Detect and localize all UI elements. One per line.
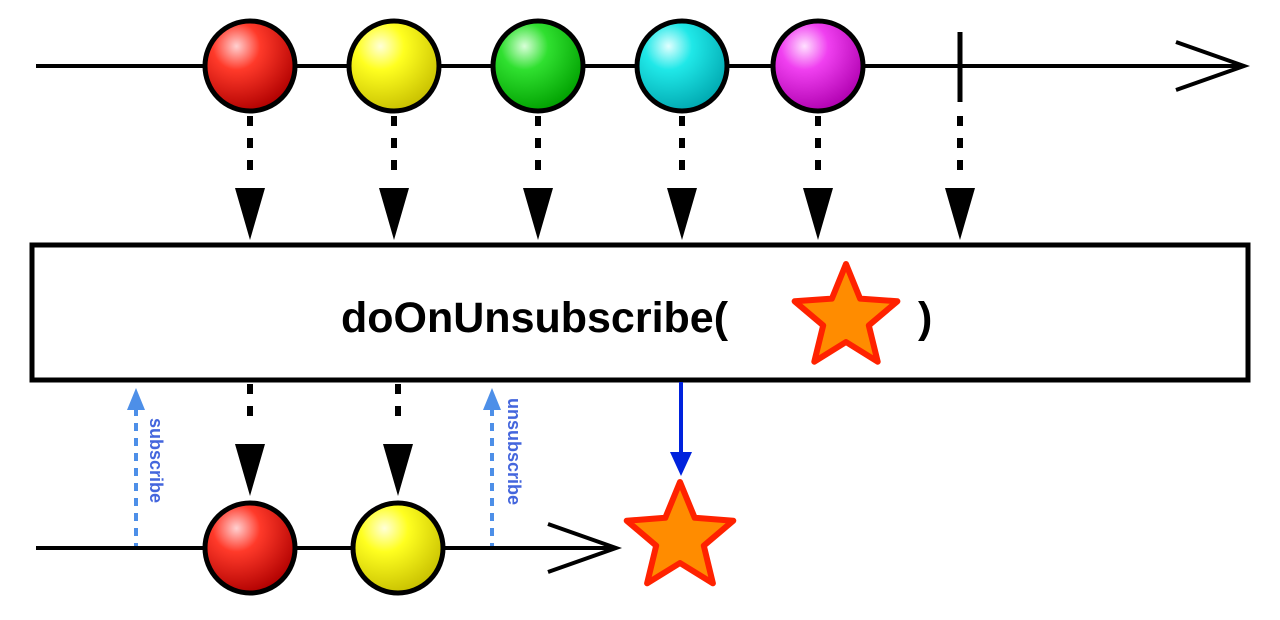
- operator-close-paren: ): [918, 294, 932, 342]
- subscribe-label: subscribe: [146, 418, 166, 503]
- subscribe-arrow: subscribe: [127, 388, 166, 546]
- result-marbles: [202, 500, 446, 596]
- star-icon: [791, 261, 901, 365]
- operator-box: doOnUnsubscribe( ): [29, 242, 1251, 383]
- yellow-marble-icon: [346, 18, 442, 114]
- dotted-arrow: [379, 116, 409, 240]
- result-arrows: [235, 384, 413, 496]
- magenta-marble-icon: [770, 18, 866, 114]
- source-marbles: [202, 18, 866, 114]
- unsubscribe-arrow: unsubscribe: [483, 388, 524, 546]
- dotted-arrow: [667, 116, 697, 240]
- cyan-marble-icon: [634, 18, 730, 114]
- emission-arrows: [235, 116, 975, 240]
- callback-arrow: [670, 382, 692, 476]
- unsubscribe-label: unsubscribe: [504, 398, 524, 505]
- result-timeline: [36, 522, 623, 574]
- dotted-arrow: [803, 116, 833, 240]
- dotted-arrow: [945, 116, 975, 240]
- red-marble-icon: [202, 500, 298, 596]
- green-marble-icon: [490, 18, 586, 114]
- red-marble-icon: [202, 18, 298, 114]
- dotted-arrow: [523, 116, 553, 240]
- operator-label: doOnUnsubscribe(: [341, 294, 729, 342]
- dotted-arrow: [383, 384, 413, 496]
- yellow-marble-icon: [350, 500, 446, 596]
- dotted-arrow: [235, 116, 265, 240]
- star-icon: [623, 479, 737, 587]
- dotted-arrow: [235, 384, 265, 496]
